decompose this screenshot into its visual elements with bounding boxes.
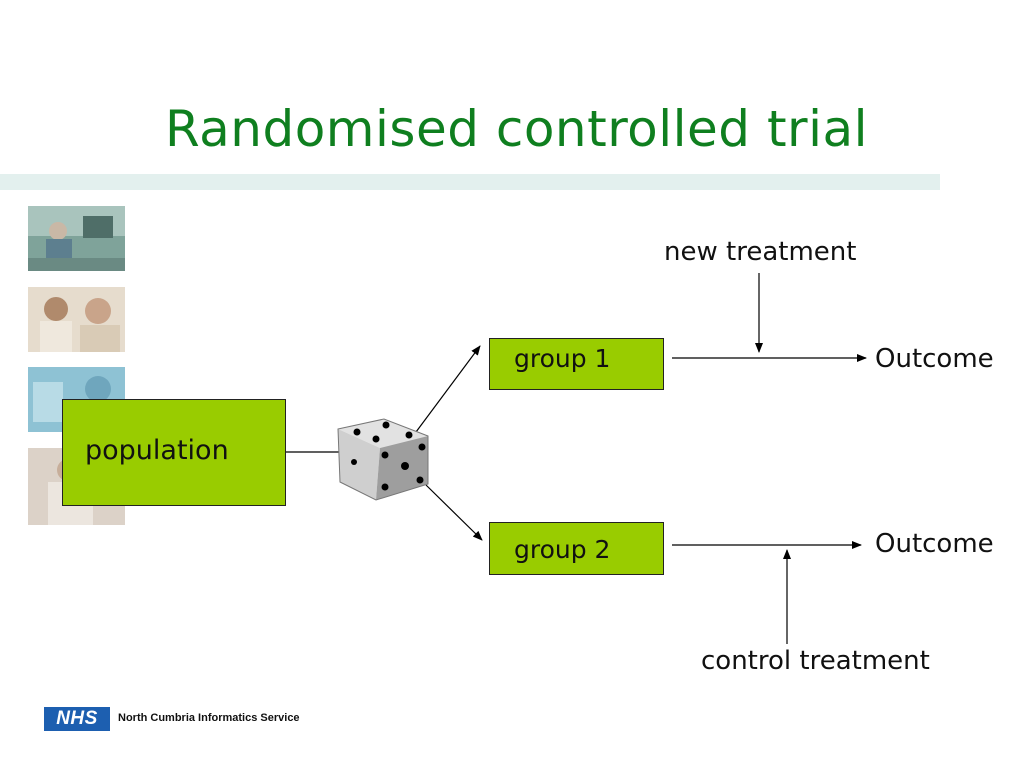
outcome1-label: Outcome bbox=[875, 344, 994, 374]
photo-clinician-computer bbox=[28, 206, 125, 271]
control-treatment-label: control treatment bbox=[701, 646, 930, 676]
outcome2-label: Outcome bbox=[875, 529, 994, 559]
organisation-name: North Cumbria Informatics Service bbox=[118, 712, 300, 724]
photo-patients bbox=[28, 287, 125, 352]
group2-label: group 2 bbox=[514, 535, 611, 564]
nhs-logo: NHS bbox=[44, 707, 110, 731]
population-label: population bbox=[85, 435, 229, 466]
group1-label: group 1 bbox=[514, 344, 611, 373]
population-box: population bbox=[62, 399, 286, 506]
arrow-to-group1 bbox=[415, 345, 481, 433]
title-rule bbox=[0, 174, 940, 190]
group2-box: group 2 bbox=[489, 522, 664, 575]
new-treatment-label: new treatment bbox=[664, 237, 857, 267]
arrow-to-group2 bbox=[425, 484, 483, 541]
dice-icon bbox=[337, 418, 429, 501]
slide-title: Randomised controlled trial bbox=[165, 100, 869, 158]
group1-box: group 1 bbox=[489, 338, 664, 390]
